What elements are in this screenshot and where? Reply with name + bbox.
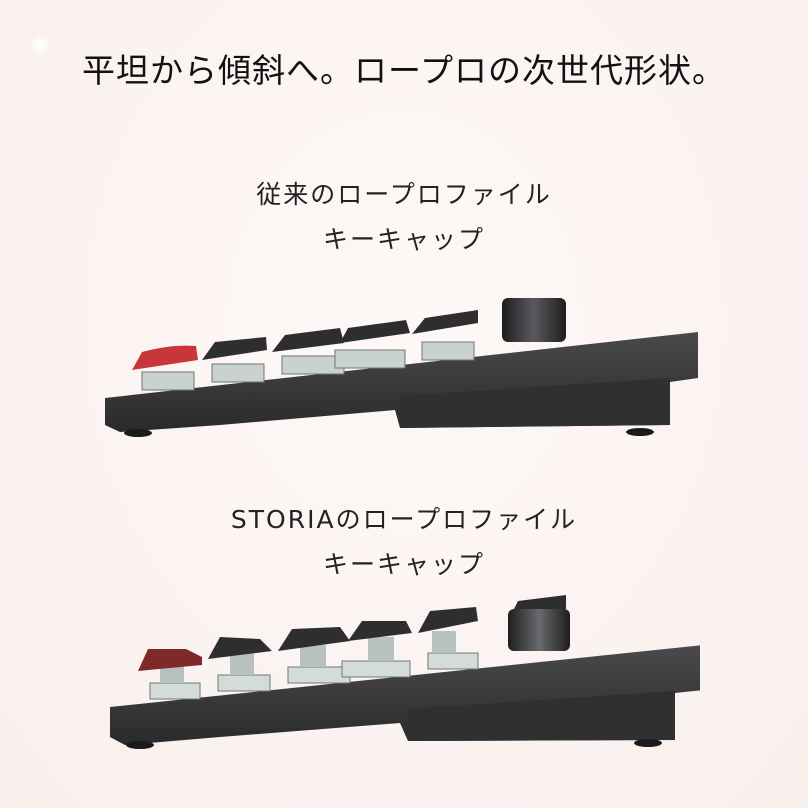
caption-storia: STORIAのロープロファイル キーキャップ (0, 497, 808, 587)
keyboard-side-view-conventional (100, 290, 700, 450)
caption-storia-line2: キーキャップ (322, 550, 485, 579)
caption-conventional-line2: キーキャップ (322, 225, 485, 254)
caption-conventional: 従来のロープロファイル キーキャップ (0, 172, 808, 262)
headline: 平坦から傾斜へ。ロープロの次世代形状。 (81, 51, 727, 90)
caption-storia-line1: STORIAのロープロファイル (230, 505, 578, 534)
keyboard-side-view-storia (100, 595, 700, 765)
caption-conventional-line1: 従来のロープロファイル (256, 180, 552, 209)
red-keycap (132, 345, 198, 370)
maroon-keycap (138, 649, 202, 671)
